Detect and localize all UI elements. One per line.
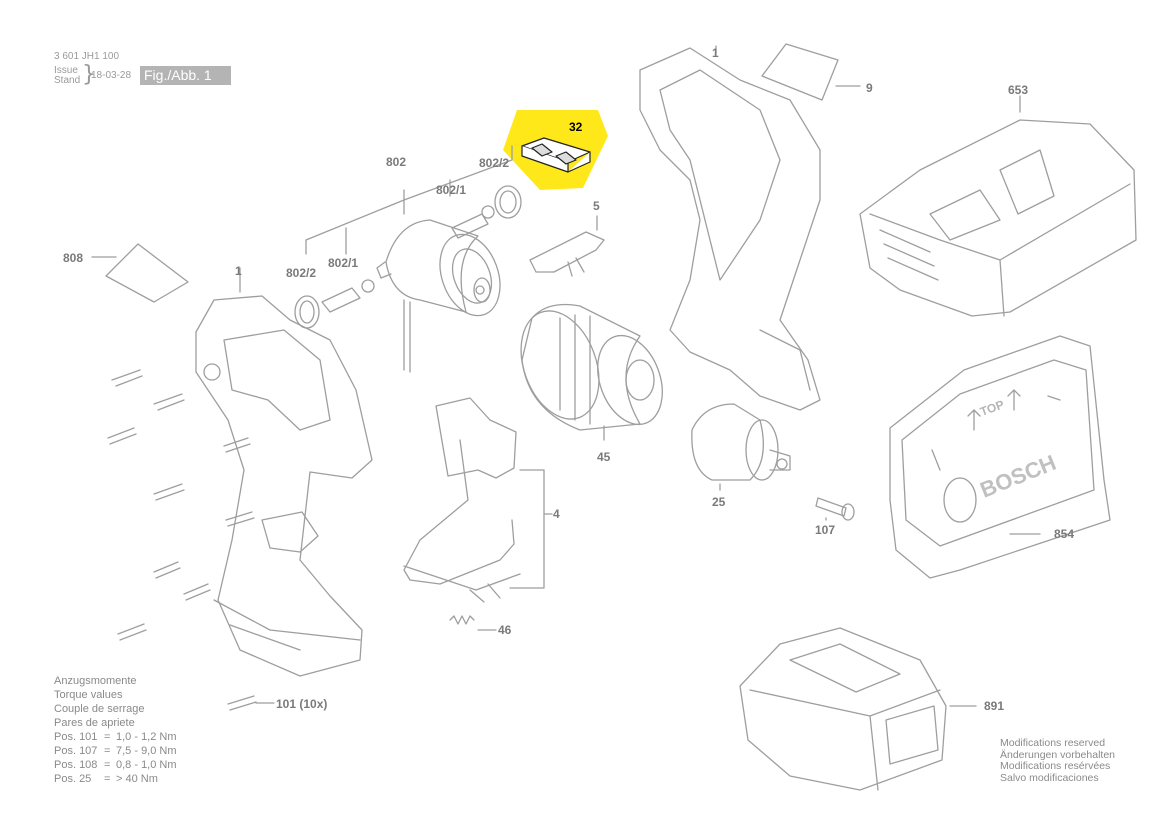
torque-value: 7,5 - 9,0 Nm — [116, 745, 177, 757]
holder-bosch-text: BOSCH — [977, 450, 1060, 503]
issue-label: Issue — [54, 65, 78, 76]
label-653: 653 — [1008, 83, 1028, 97]
label-32: 32 — [569, 120, 583, 134]
label-25: 25 — [712, 495, 726, 509]
label-802-top: 802 — [386, 155, 406, 169]
torque-value: 1,0 - 1,2 Nm — [116, 731, 177, 743]
holder-854 — [889, 335, 1111, 579]
torque-title-de: Anzugsmomente — [54, 675, 137, 687]
torque-pos: Pos. 25 — [54, 773, 92, 785]
brace-glyph: } — [82, 62, 96, 87]
torque-title-fr: Couple de serrage — [54, 703, 145, 715]
label-808: 808 — [63, 251, 83, 265]
torque-pos: Pos. 108 — [54, 759, 98, 771]
spring-46 — [449, 615, 497, 631]
switch-electronics-4 — [403, 397, 553, 603]
torque-value: > 40 Nm — [116, 773, 158, 785]
mods-line-es: Salvo modificaciones — [1000, 771, 1099, 784]
battery-891 — [739, 627, 977, 791]
drawing-number: 3 601 JH1 100 — [54, 51, 120, 62]
label-46: 46 — [498, 623, 512, 637]
label-802-2-left: 802/2 — [286, 266, 316, 280]
torque-title-en: Torque values — [54, 689, 123, 701]
stand-label: Stand — [54, 75, 81, 86]
label-107: 107 — [815, 523, 835, 537]
screws-101 — [107, 369, 275, 711]
label-4: 4 — [553, 507, 560, 521]
label-802-1-left: 802/1 — [328, 256, 358, 270]
torque-value: 0,8 - 1,0 Nm — [116, 759, 177, 771]
torque-row: Pos. 101 = 1,0 - 1,2 Nm — [54, 730, 177, 744]
switch-slider-5 — [529, 215, 605, 277]
torque-title-es: Pares de apriete — [54, 717, 135, 729]
label-9: 9 — [866, 81, 873, 95]
torque-eq: = — [104, 731, 111, 743]
charger-653 — [859, 95, 1137, 317]
housing-right-1 — [639, 45, 821, 411]
torque-pos: Pos. 101 — [54, 731, 98, 743]
mods-line-fr: Modifications resérvées — [1000, 760, 1111, 772]
modifications-notice: Modifications reserved Änderungen vorbeh… — [1000, 737, 1116, 784]
torque-eq: = — [104, 773, 111, 785]
mods-line-en: Modifications reserved — [1000, 737, 1106, 749]
mods-line-de: Änderungen vorbehalten — [1000, 748, 1116, 761]
torque-values: Anzugsmomente Torque values Couple de se… — [54, 674, 177, 786]
motor-802 — [376, 219, 501, 373]
torque-row: Pos. 25 = > 40 Nm — [54, 772, 177, 786]
label-802-1-top: 802/1 — [436, 183, 466, 197]
brush-802-1-top — [451, 205, 495, 239]
figure-label: Fig./Abb. 1 — [140, 66, 231, 85]
housing-left-1 — [195, 267, 373, 677]
label-45: 45 — [597, 450, 611, 464]
part-32-brush-holder — [521, 137, 591, 173]
bearing-802-2-left — [294, 295, 320, 329]
label-802-2-top: 802/2 — [479, 156, 509, 170]
motor-assembly-lines — [305, 145, 513, 255]
issue-date: 18-03-28 — [91, 70, 132, 81]
gearbox-45 — [520, 303, 663, 441]
torque-eq: = — [104, 745, 111, 757]
label-101: 101 (10x) — [276, 697, 327, 711]
torque-pos: Pos. 107 — [54, 745, 98, 757]
label-891: 891 — [984, 699, 1004, 713]
holder-top-text: TOP — [978, 397, 1006, 419]
chuck-25 — [691, 403, 791, 491]
brush-802-1-left — [321, 279, 375, 313]
torque-row: Pos. 107 = 7,5 - 9,0 Nm — [54, 744, 177, 758]
label-808 — [91, 243, 189, 303]
label-1-top: 1 — [712, 46, 719, 60]
label-1-left: 1 — [235, 264, 242, 278]
torque-row: Pos. 108 = 0,8 - 1,0 Nm — [54, 758, 177, 772]
torque-eq: = — [104, 759, 111, 771]
label-5: 5 — [593, 199, 600, 213]
label-9 — [761, 43, 861, 101]
bearing-802-2-top — [494, 185, 522, 219]
screw-107 — [815, 497, 855, 521]
label-854: 854 — [1054, 527, 1074, 541]
issue-stand-label: Issue Stand — [54, 66, 80, 86]
